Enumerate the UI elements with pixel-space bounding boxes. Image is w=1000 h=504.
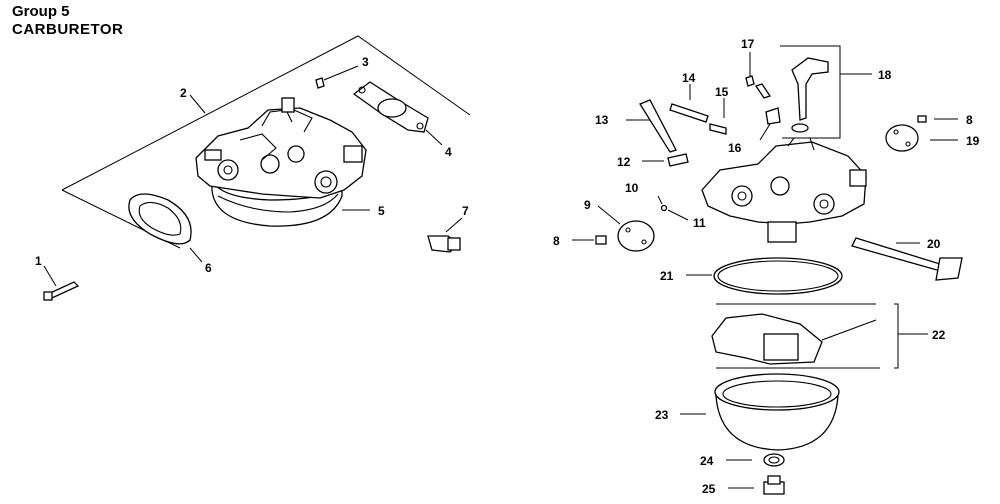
callout-20: 20 — [927, 237, 941, 251]
callout-11: 11 — [693, 216, 706, 230]
callout-18: 18 — [878, 68, 892, 82]
callout-13: 13 — [595, 113, 609, 127]
callout-4: 4 — [445, 145, 452, 159]
callout-23: 23 — [655, 408, 669, 422]
group-label: Group 5 — [12, 3, 70, 20]
callout-19: 19 — [966, 134, 980, 148]
callout-8: 8 — [553, 234, 560, 248]
carburetor-assembly-left — [43, 35, 471, 301]
callout-24: 24 — [700, 454, 714, 468]
callout-2: 2 — [180, 86, 187, 100]
callout-7: 7 — [462, 204, 469, 218]
page-title: CARBURETOR — [12, 21, 124, 38]
callout-12: 12 — [617, 155, 631, 169]
callout-6: 6 — [205, 261, 212, 275]
callout-21: 21 — [660, 269, 674, 283]
callout-17: 17 — [741, 37, 755, 51]
callout-1: 1 — [35, 254, 42, 268]
callout-3: 3 — [362, 55, 369, 69]
callout-25: 25 — [702, 482, 716, 496]
callout-15: 15 — [715, 85, 729, 99]
callout-22: 22 — [932, 328, 946, 342]
callout-10: 10 — [625, 181, 639, 195]
callout-16: 16 — [728, 141, 742, 155]
callout-9: 9 — [584, 198, 591, 212]
callout-14: 14 — [682, 71, 696, 85]
callout-5: 5 — [378, 204, 385, 218]
carburetor-assembly-right — [572, 45, 963, 495]
callout-8b: 8 — [966, 113, 973, 127]
